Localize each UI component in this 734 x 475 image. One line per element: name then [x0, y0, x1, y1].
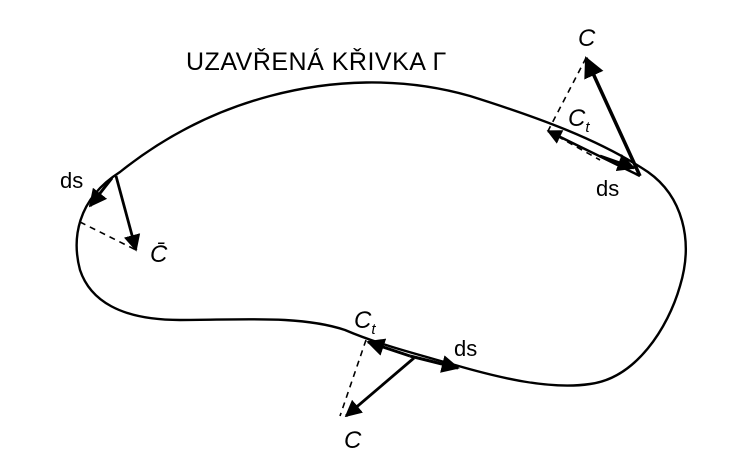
top-right-c-vector	[584, 56, 642, 177]
top-right-ds-vector	[599, 154, 636, 172]
bottom-ds-label: ds	[454, 336, 477, 361]
bottom-ds-vector	[409, 354, 460, 373]
left-ds-label: ds	[60, 168, 83, 193]
top-right-c-label: C	[578, 25, 596, 52]
left-cbar-vector	[114, 175, 141, 252]
top-right-ct-vector	[546, 129, 641, 178]
top-right-ct-label: Ct	[568, 105, 590, 136]
top-right-vector-group: C Ct ds	[546, 25, 642, 201]
bottom-c-label: C	[344, 427, 362, 454]
bottom-vector-group: Ct ds C	[339, 307, 477, 454]
curve-title: UZAVŘENÁ KŘIVKA Γ	[186, 47, 447, 76]
bottom-dashed-projection	[339, 339, 367, 417]
top-right-ds-label: ds	[596, 176, 619, 201]
bottom-ct-label: Ct	[354, 307, 376, 338]
left-cbar-label: C̄	[150, 241, 168, 268]
bottom-c-vector	[344, 356, 415, 418]
left-vector-group: ds C̄	[60, 168, 168, 268]
left-ds-vector	[88, 177, 114, 208]
left-dashed-projection	[79, 221, 137, 251]
closed-curve-gamma	[75, 81, 687, 387]
bottom-ct-vector	[366, 338, 411, 358]
top-right-dashed-tangent	[547, 130, 601, 161]
top-right-dashed-projection	[547, 57, 587, 132]
